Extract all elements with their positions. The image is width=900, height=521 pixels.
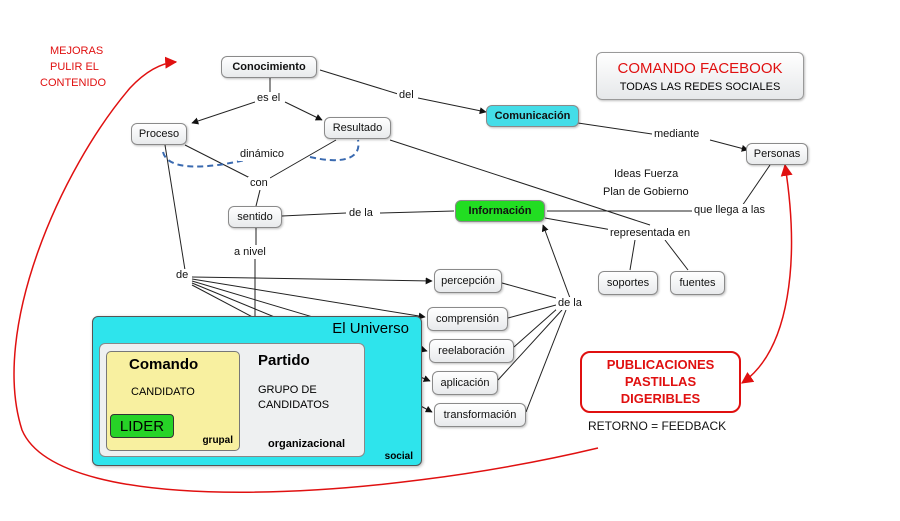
node-resultado: Resultado <box>324 117 391 139</box>
link-que-llega: que llega a las <box>692 204 767 217</box>
universe-social-label: social <box>384 451 413 462</box>
publicaciones-line-1: PUBLICACIONES <box>606 357 715 372</box>
link-es-el: es el <box>255 92 283 105</box>
link-del: del <box>397 89 416 102</box>
comando-box: Comando CANDIDATO LIDER grupal <box>106 351 240 451</box>
node-fuentes: fuentes <box>670 271 725 295</box>
note-line-1: MEJORAS <box>50 45 104 57</box>
grupo-line-1: GRUPO DE <box>258 384 317 396</box>
partido-box: Partido GRUPO DE CANDIDATOS organizacion… <box>99 343 365 457</box>
organizacional-label: organizacional <box>268 438 346 450</box>
publicaciones-line-2: PASTILLAS <box>624 374 697 389</box>
ideas-fuerza-text: Ideas Fuerza <box>614 168 679 180</box>
link-de: de <box>174 269 191 282</box>
feedback-arrow-personas <box>741 163 793 384</box>
link-mediante: mediante <box>652 128 702 141</box>
universe-box: El Universo social Partido GRUPO DE CAND… <box>92 316 422 466</box>
link-de-la-2: de la <box>556 297 584 310</box>
comando-facebook-box: COMANDO FACEBOOK TODAS LAS REDES SOCIALE… <box>596 52 804 100</box>
node-percepcion: percepción <box>434 269 502 293</box>
node-aplicacion: aplicación <box>432 371 498 395</box>
note-line-3: CONTENIDO <box>40 77 106 89</box>
node-soportes: soportes <box>598 271 658 295</box>
node-comunicacion: Comunicación <box>486 105 579 127</box>
link-de-la-1: de la <box>347 207 375 220</box>
universe-title: El Universo <box>332 320 409 337</box>
link-a-nivel: a nivel <box>232 246 268 259</box>
dashed-connector <box>162 139 360 168</box>
link-dinamico: dinámico <box>238 148 287 161</box>
grupo-line-2: CANDIDATOS <box>258 399 330 411</box>
partido-title: Partido <box>258 352 310 369</box>
node-conocimiento: Conocimiento <box>221 56 317 78</box>
node-informacion: Información <box>455 200 545 222</box>
retorno-feedback-text: RETORNO = FEEDBACK <box>588 419 727 433</box>
comando-facebook-title: COMANDO FACEBOOK <box>617 60 783 77</box>
node-reelaboracion: reelaboración <box>429 339 514 363</box>
node-personas: Personas <box>746 143 808 165</box>
publicaciones-line-3: DIGERIBLES <box>620 391 701 406</box>
node-sentido: sentido <box>228 206 282 228</box>
publicaciones-box: PUBLICACIONES PASTILLAS DIGERIBLES <box>580 351 741 413</box>
candidato-label: CANDIDATO <box>131 386 195 398</box>
note-line-2: PULIR EL <box>50 61 99 73</box>
comando-title: Comando <box>129 356 199 373</box>
comando-facebook-subtitle: TODAS LAS REDES SOCIALES <box>619 81 781 93</box>
node-transformacion: transformación <box>434 403 526 427</box>
link-con: con <box>248 177 270 190</box>
link-representada: representada en <box>608 227 693 240</box>
lider-node: LIDER <box>110 414 174 438</box>
feedback-arrow-loop <box>13 56 599 493</box>
plan-gobierno-text: Plan de Gobierno <box>603 186 689 198</box>
node-proceso: Proceso <box>131 123 187 145</box>
node-comprension: comprensión <box>427 307 508 331</box>
grupal-label: grupal <box>202 435 233 446</box>
